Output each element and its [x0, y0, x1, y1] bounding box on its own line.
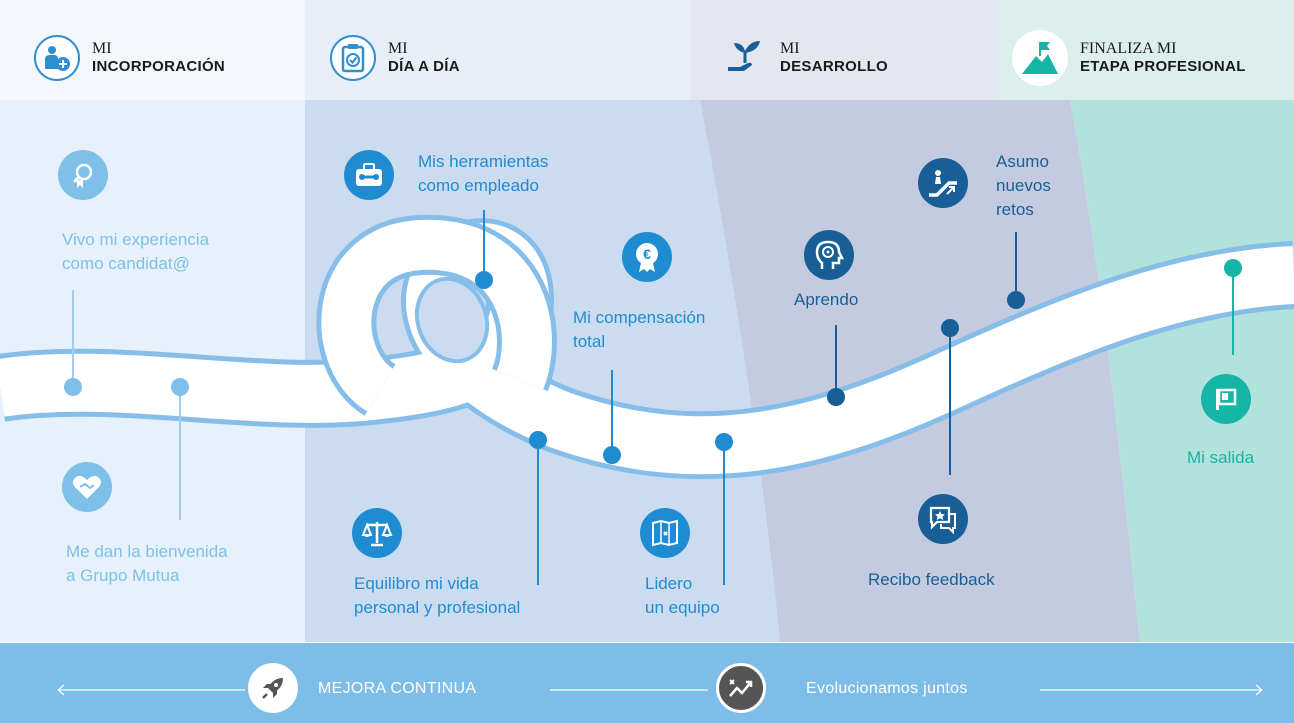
phase-1-title: INCORPORACIÓN — [92, 58, 226, 75]
milestone-herramientas-label: Mis herramientas como empleado — [418, 152, 549, 195]
dot-candidato — [64, 378, 82, 396]
phase-desarrollo: MI DESARROLLO — [722, 28, 888, 88]
phase-1-prefix: MI — [92, 40, 112, 57]
phase-3-title: DESARROLLO — [780, 58, 888, 75]
svg-text:€: € — [643, 246, 651, 262]
phase-2-prefix: MI — [388, 40, 408, 57]
phase-dia-a-dia: MI DÍA A DÍA — [330, 28, 460, 88]
road — [0, 214, 1294, 480]
milestone-equilibrio-label: Equilibro mi vida personal y profesional — [354, 574, 521, 617]
milestone-salida-label: Mi salida — [1187, 448, 1255, 467]
person-plus-icon — [34, 35, 80, 81]
dot-bienvenida — [171, 378, 189, 396]
phase-4-title: ETAPA PROFESIONAL — [1080, 58, 1246, 75]
dot-retos — [1007, 291, 1025, 309]
milestone-aprendo-label: Aprendo — [794, 290, 859, 309]
phase-finaliza: FINALIZA MI ETAPA PROFESIONAL — [1012, 28, 1246, 88]
milestone-lidero-label: Lidero un equipo — [645, 574, 720, 617]
header-tint-4 — [1000, 0, 1294, 100]
heart-handshake-icon — [62, 462, 112, 512]
phase-2-title: DÍA A DÍA — [388, 58, 460, 75]
dot-lidero — [715, 433, 733, 451]
dot-equilibrio — [529, 431, 547, 449]
header-tint-3 — [690, 0, 1000, 100]
rocket-icon — [248, 663, 298, 713]
dot-herramientas — [475, 271, 493, 289]
milestone-bienvenida-label: Me dan la bienvenida a Grupo Mutua — [66, 542, 228, 585]
road-loop-surface — [321, 219, 552, 412]
milestone-compensacion-label: Mi compensación total — [573, 308, 706, 351]
footer-bar — [0, 643, 1294, 723]
escalator-icon — [918, 158, 968, 208]
map-icon — [640, 508, 690, 558]
flag-icon — [1201, 374, 1251, 424]
footer-right-label: Evolucionamos juntos — [806, 680, 968, 697]
magnifier-badge-icon — [58, 150, 108, 200]
euro-badge-icon: € — [622, 232, 672, 282]
dot-compensacion — [603, 446, 621, 464]
dot-aprendo — [827, 388, 845, 406]
milestone-retos-label: Asumo nuevos retos — [996, 152, 1051, 219]
connectors — [72, 210, 1234, 585]
phase-3-prefix: MI — [780, 40, 800, 57]
phase-incorporacion: MI INCORPORACIÓN — [34, 28, 225, 88]
trend-arrows-icon — [716, 663, 766, 713]
dot-salida — [1224, 259, 1242, 277]
footer-arrow-lines — [57, 684, 1263, 696]
balance-scale-icon — [352, 508, 402, 558]
milestone-candidato-label: Vivo mi experiencia como candidat@ — [62, 230, 210, 273]
road-loop-hole — [414, 276, 490, 364]
clipboard-check-icon — [330, 35, 376, 81]
brain-head-icon — [804, 230, 854, 280]
milestone-dots — [64, 259, 1242, 464]
dot-feedback — [941, 319, 959, 337]
header-tint-2 — [305, 0, 690, 100]
plant-hand-icon — [722, 35, 768, 81]
chat-star-icon — [918, 494, 968, 544]
mountain-flag-icon — [1012, 30, 1068, 86]
phase-4-prefix: FINALIZA MI — [1080, 40, 1177, 57]
footer-left-label: MEJORA CONTINUA — [318, 680, 477, 697]
milestone-feedback-label: Recibo feedback — [868, 570, 995, 589]
phase-band-finaliza — [1070, 100, 1294, 642]
toolbox-icon — [344, 150, 394, 200]
